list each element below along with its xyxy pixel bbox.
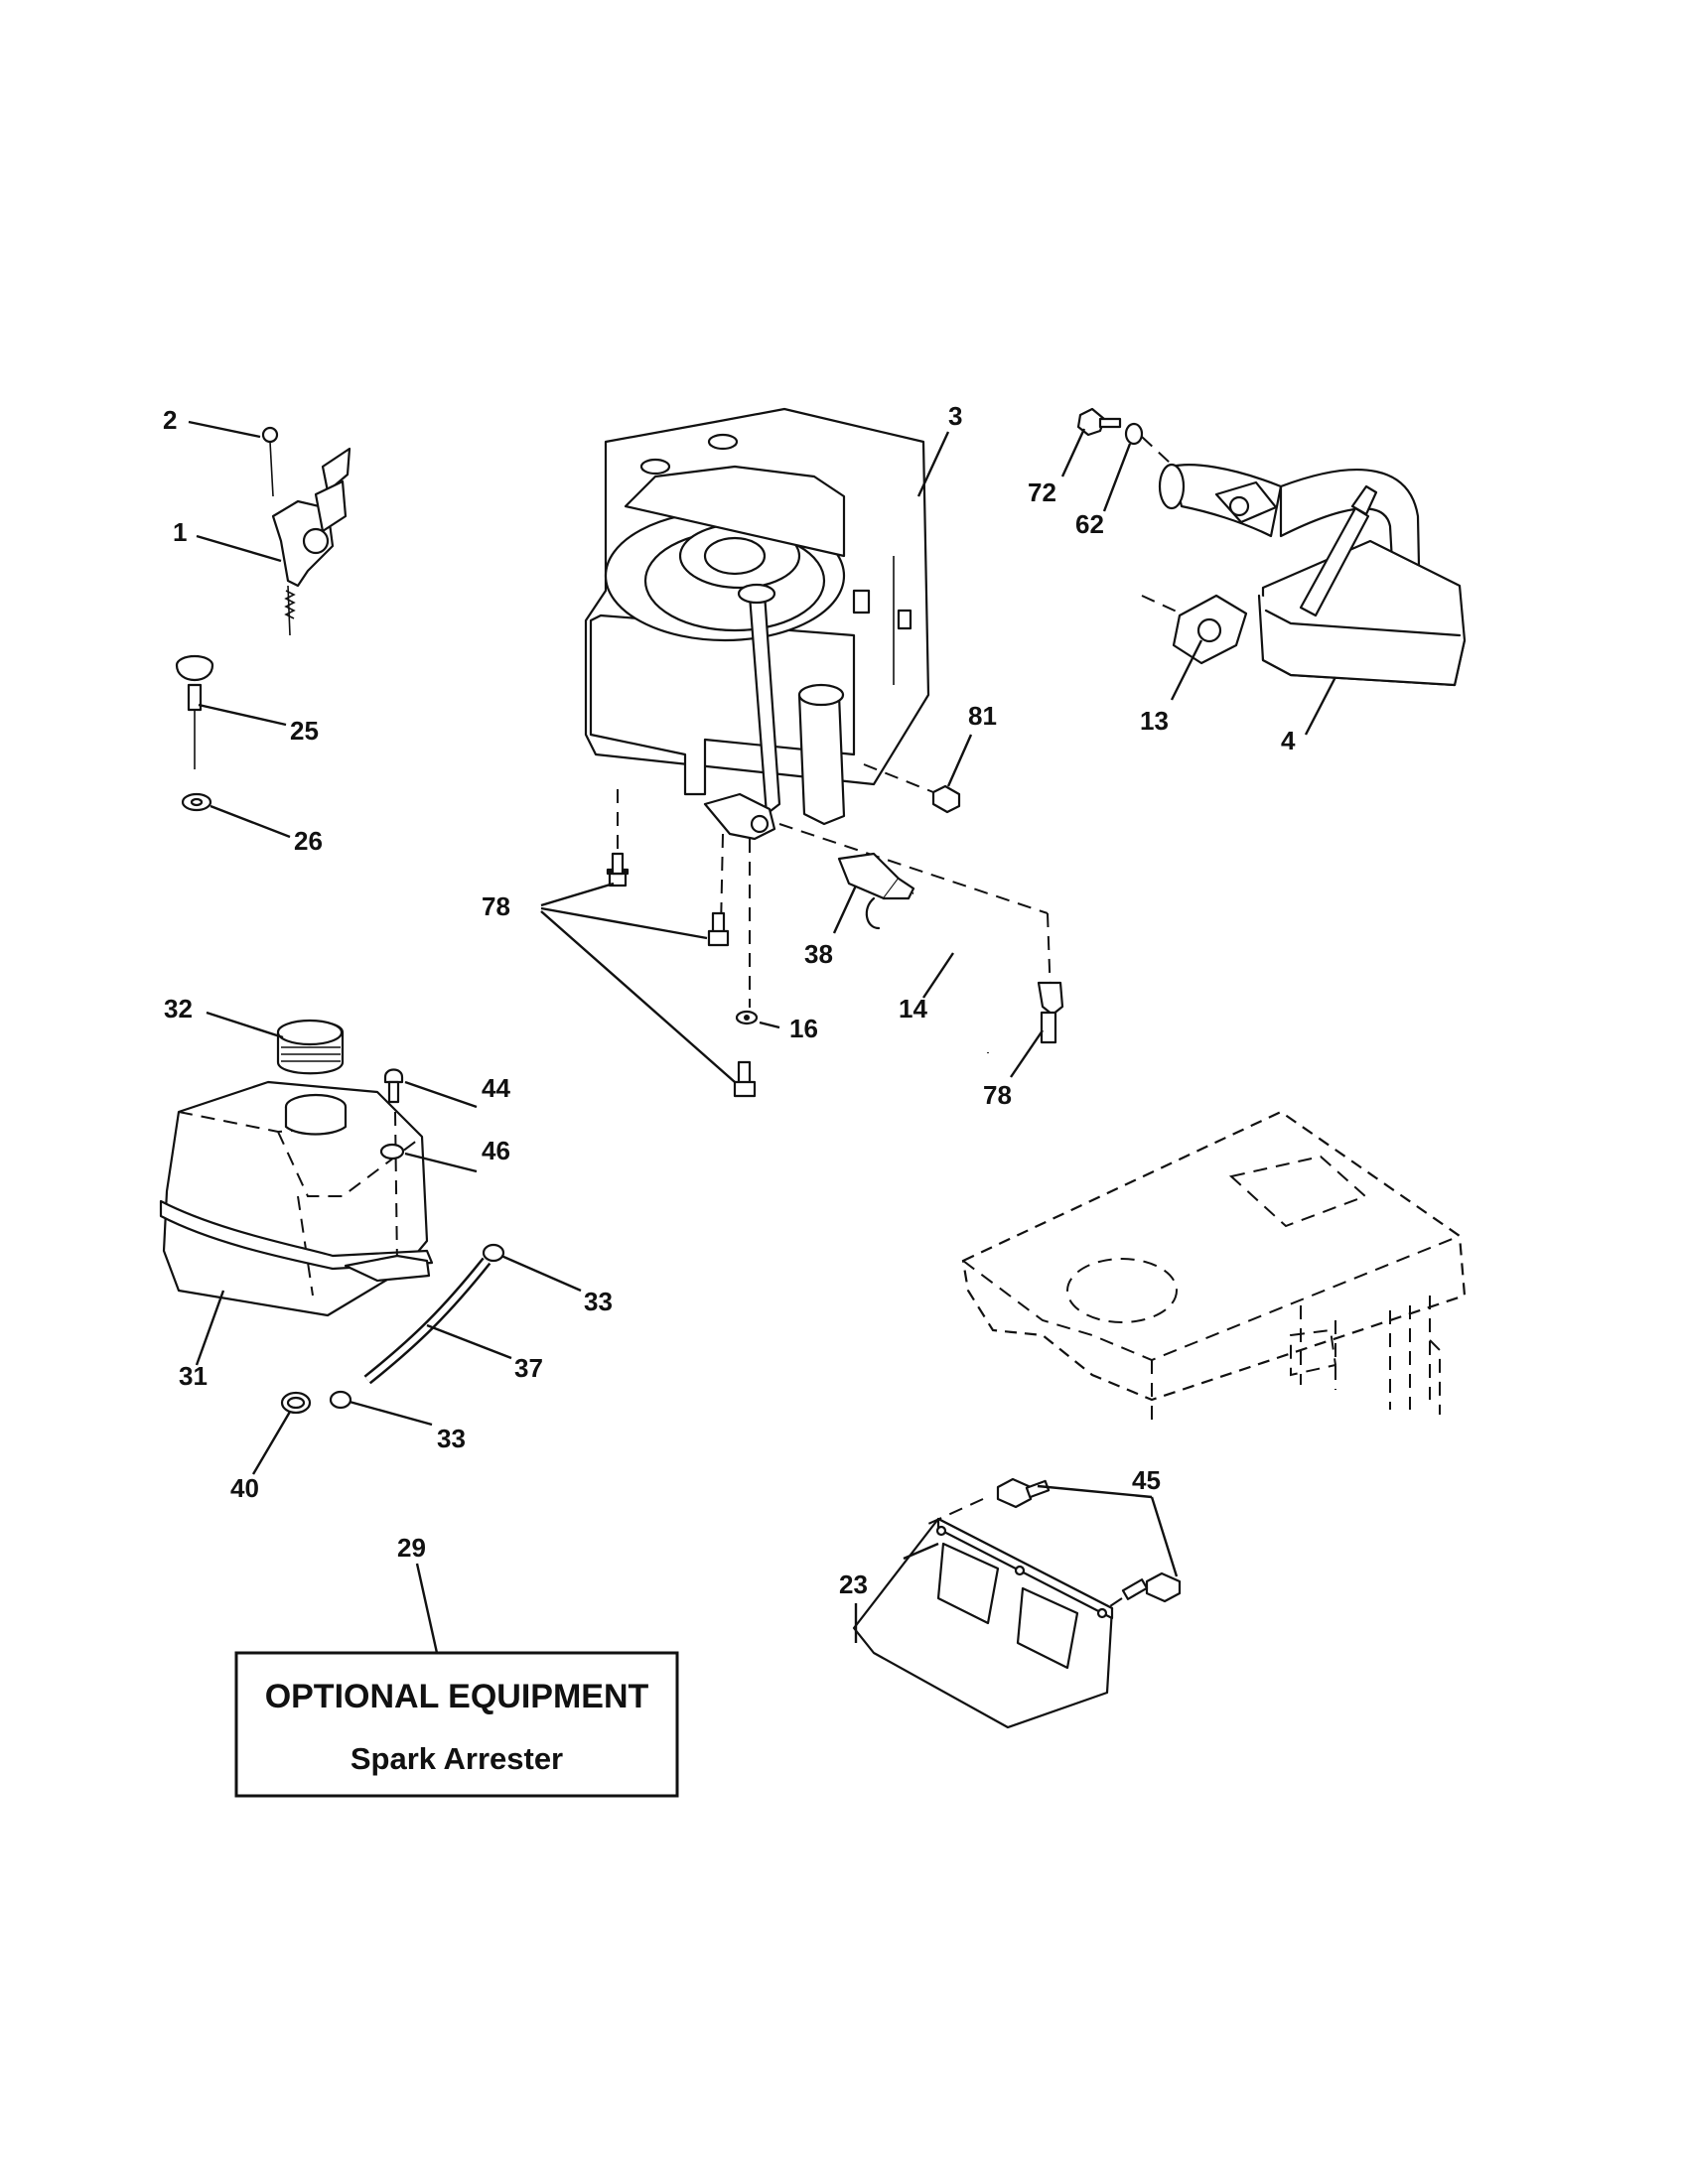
- callout-29: 29: [397, 1533, 426, 1563]
- optional-equipment-box: [234, 1651, 679, 1798]
- callout-78-left: 78: [482, 891, 510, 921]
- callout-16: 16: [789, 1014, 818, 1043]
- engine-bolts: [606, 784, 1064, 1098]
- callout-78-right: 78: [983, 1080, 1012, 1110]
- callout-14: 14: [899, 994, 927, 1024]
- muffler-assembly: [1076, 407, 1467, 687]
- callout-46: 46: [482, 1136, 510, 1165]
- throttle-control: [261, 426, 351, 636]
- callout-25: 25: [290, 716, 319, 746]
- callout-4: 4: [1281, 726, 1296, 755]
- callout-3: 3: [948, 401, 962, 431]
- fuel-tank: [159, 1019, 434, 1415]
- primer: [175, 654, 214, 812]
- callout-26: 26: [294, 826, 323, 856]
- callout-81: 81: [968, 701, 997, 731]
- callout-2: 2: [163, 405, 177, 435]
- engine: [584, 407, 930, 841]
- callout-23: 23: [839, 1570, 868, 1599]
- callout-45: 45: [1132, 1465, 1161, 1495]
- fuel-filter-and-line: [837, 852, 994, 1054]
- callout-40: 40: [230, 1473, 259, 1503]
- callout-62: 62: [1075, 509, 1104, 539]
- heat-shield: [852, 1477, 1182, 1729]
- callout-32: 32: [164, 994, 193, 1024]
- callout-31: 31: [179, 1361, 208, 1391]
- chassis-frame: [961, 1110, 1467, 1420]
- callout-72: 72: [1028, 478, 1056, 507]
- callout-38: 38: [804, 939, 833, 969]
- fuel-line-clamps: [329, 1243, 505, 1410]
- callout-37: 37: [514, 1353, 543, 1383]
- optional-equipment-title: OPTIONAL EQUIPMENT: [265, 1678, 649, 1715]
- optional-equipment-subtitle: Spark Arrester: [351, 1741, 563, 1776]
- callout-1: 1: [173, 517, 187, 547]
- callout-33-lower: 33: [437, 1424, 466, 1453]
- callout-13: 13: [1140, 706, 1169, 736]
- callout-33-upper: 33: [584, 1287, 613, 1316]
- callout-44: 44: [482, 1073, 510, 1103]
